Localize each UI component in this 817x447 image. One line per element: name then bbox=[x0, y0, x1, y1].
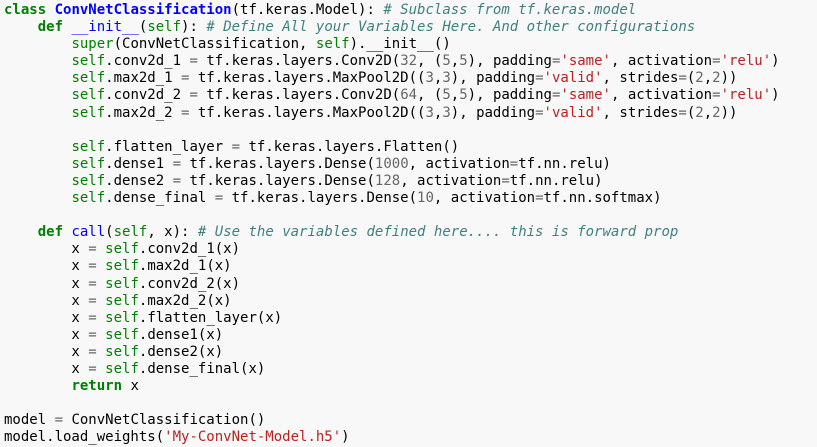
code-line: model.load_weights('My-ConvNet-Model.h5'… bbox=[4, 429, 350, 446]
code-line: self.conv2d_1 = tf.keras.layers.Conv2D(3… bbox=[71, 53, 780, 70]
code-line bbox=[4, 122, 817, 139]
code-line: self.conv2d_2 = tf.keras.layers.Conv2D(6… bbox=[71, 87, 780, 104]
code-line: self.flatten_layer = tf.keras.layers.Fla… bbox=[71, 138, 460, 155]
code-line: x = self.max2d_2(x) bbox=[4, 292, 232, 309]
code-line: x = self.flatten_layer(x) bbox=[4, 309, 283, 326]
code-line: def call(self, x): # Use the variables d… bbox=[37, 224, 679, 241]
code-line: self.max2d_1 = tf.keras.layers.MaxPool2D… bbox=[71, 70, 738, 87]
code-line: x = self.dense_final(x) bbox=[4, 360, 266, 377]
code-line: return x bbox=[71, 378, 139, 395]
code-line: x = self.conv2d_1(x) bbox=[4, 241, 241, 258]
code-line: x = self.dense2(x) bbox=[4, 343, 224, 360]
code-line: class ConvNetClassification(tf.keras.Mod… bbox=[4, 2, 637, 18]
code-line: self.dense_final = tf.keras.layers.Dense… bbox=[71, 190, 662, 207]
code-line: x = self.conv2d_2(x) bbox=[4, 275, 241, 292]
code-line: model = ConvNetClassification() bbox=[4, 412, 266, 429]
code-line bbox=[4, 395, 817, 412]
code-line: self.dense2 = tf.keras.layers.Dense(128,… bbox=[71, 172, 603, 189]
code-line: self.dense1 = tf.keras.layers.Dense(1000… bbox=[71, 155, 611, 172]
code-line: x = self.dense1(x) bbox=[4, 326, 224, 343]
code-line: x = self.max2d_1(x) bbox=[4, 258, 232, 275]
code-line bbox=[4, 207, 817, 224]
code-line: def __init__(self): # Define All your Va… bbox=[37, 19, 696, 36]
code-line: self.max2d_2 = tf.keras.layers.MaxPool2D… bbox=[71, 104, 738, 121]
code-line: super(ConvNetClassification, self).__ini… bbox=[71, 36, 451, 53]
